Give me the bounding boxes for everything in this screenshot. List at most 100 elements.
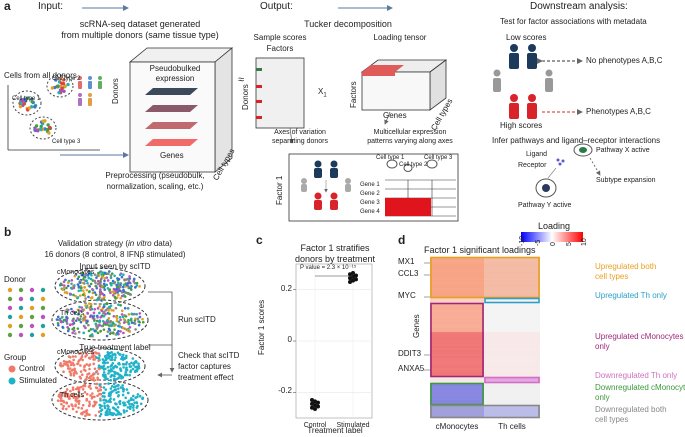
umap-point bbox=[82, 289, 85, 292]
input-seen-label: Input seen by scITD bbox=[79, 262, 151, 271]
chart-point bbox=[313, 407, 317, 412]
umap-point bbox=[113, 324, 116, 328]
umap-point bbox=[135, 365, 139, 368]
umap-point bbox=[138, 394, 142, 398]
umap-point bbox=[99, 412, 103, 416]
heatmap-cell bbox=[430, 332, 484, 377]
umap-point bbox=[57, 318, 61, 322]
chart-title-line1: Factor 1 stratifies bbox=[300, 243, 370, 253]
umap-point bbox=[57, 323, 60, 327]
umap-point bbox=[102, 398, 105, 402]
chart-point bbox=[316, 404, 320, 409]
umap-point bbox=[88, 334, 92, 338]
umap-point bbox=[93, 367, 97, 371]
control-legend-dot bbox=[8, 365, 16, 373]
umap-point bbox=[95, 286, 99, 290]
umap-point bbox=[106, 365, 110, 369]
umap-point bbox=[91, 355, 95, 358]
approx-sign: ≈ bbox=[238, 74, 245, 86]
check-line3: treatment effect bbox=[178, 373, 234, 382]
donor-dot bbox=[7, 332, 13, 338]
heat-cell-type-3: Cell type 3 bbox=[424, 155, 453, 161]
umap-point bbox=[121, 358, 125, 361]
dataset-line1: scRNA-seq dataset generated bbox=[79, 19, 201, 29]
subtype-expansion-label: Subtype expansion bbox=[596, 177, 656, 184]
donor-dot bbox=[7, 323, 13, 329]
umap-point bbox=[106, 350, 110, 354]
umap-point bbox=[112, 377, 116, 381]
umap-point bbox=[93, 291, 97, 294]
umap-point bbox=[104, 373, 107, 377]
umap-point bbox=[79, 281, 82, 284]
umap-point bbox=[65, 310, 69, 314]
umap-point bbox=[98, 320, 101, 323]
umap-point bbox=[106, 307, 109, 310]
umap-point bbox=[109, 274, 113, 277]
umap-point bbox=[102, 371, 106, 374]
umap-point bbox=[130, 312, 134, 316]
umap-point bbox=[65, 322, 69, 325]
umap-point bbox=[109, 276, 113, 279]
umap-point bbox=[99, 329, 102, 333]
umap-point bbox=[71, 310, 75, 313]
umap-point bbox=[93, 395, 96, 399]
umap-point bbox=[81, 411, 84, 415]
umap-point bbox=[120, 309, 124, 313]
gene-row-4: Gene 4 bbox=[360, 209, 380, 215]
donor-dot bbox=[18, 305, 24, 311]
umap-point bbox=[106, 377, 109, 381]
umap-point bbox=[83, 390, 87, 394]
umap-point bbox=[94, 281, 97, 285]
cell-dot bbox=[33, 105, 37, 109]
umap-point bbox=[113, 374, 116, 378]
umap-point bbox=[94, 414, 98, 417]
umap-point bbox=[102, 328, 106, 331]
heatmap-cell bbox=[430, 303, 484, 332]
donor-dot bbox=[40, 323, 46, 329]
umap-point bbox=[71, 386, 75, 390]
umap-point bbox=[74, 294, 77, 298]
umap-point bbox=[104, 367, 107, 371]
sample-scores-matrix bbox=[255, 57, 305, 129]
umap-point bbox=[110, 412, 114, 415]
umap-input bbox=[51, 267, 149, 341]
cell-type-2-label: Cell type 2 bbox=[52, 76, 81, 82]
umap-point bbox=[73, 311, 77, 315]
umap-point bbox=[128, 277, 132, 280]
umap-point bbox=[99, 399, 102, 402]
umap-point bbox=[117, 277, 121, 281]
umap-point bbox=[123, 295, 127, 298]
umap-point bbox=[62, 404, 65, 408]
cell-dot bbox=[48, 125, 52, 130]
tucker-label: Tucker decomposition bbox=[304, 19, 392, 29]
run-scitd-label: Run scITD bbox=[178, 315, 216, 324]
umap-point bbox=[65, 318, 69, 322]
umap-point bbox=[137, 362, 140, 366]
umap-point bbox=[113, 358, 117, 362]
umap-point bbox=[130, 398, 133, 402]
umap-point bbox=[141, 317, 144, 321]
umap-point bbox=[98, 296, 101, 299]
umap-point bbox=[96, 331, 100, 335]
umap-point bbox=[139, 402, 143, 406]
umap-point bbox=[77, 406, 80, 409]
umap-point bbox=[124, 362, 128, 366]
umap-point bbox=[80, 373, 84, 377]
cell-dot bbox=[41, 119, 45, 123]
umap-point bbox=[89, 394, 92, 397]
umap-point bbox=[81, 394, 84, 398]
factor1-box bbox=[288, 153, 459, 222]
umap-point bbox=[59, 362, 62, 365]
umap-point bbox=[82, 278, 85, 281]
umap-point bbox=[81, 387, 85, 391]
umap-point bbox=[70, 394, 74, 397]
gene-label: CCL3 bbox=[398, 269, 419, 278]
umap-point bbox=[95, 298, 99, 302]
umap-point bbox=[80, 407, 84, 410]
umap-point bbox=[104, 308, 108, 312]
umap-point bbox=[99, 288, 102, 291]
gene-row-1: Gene 1 bbox=[360, 182, 380, 188]
umap-point bbox=[87, 372, 91, 375]
umap-point bbox=[102, 386, 106, 389]
